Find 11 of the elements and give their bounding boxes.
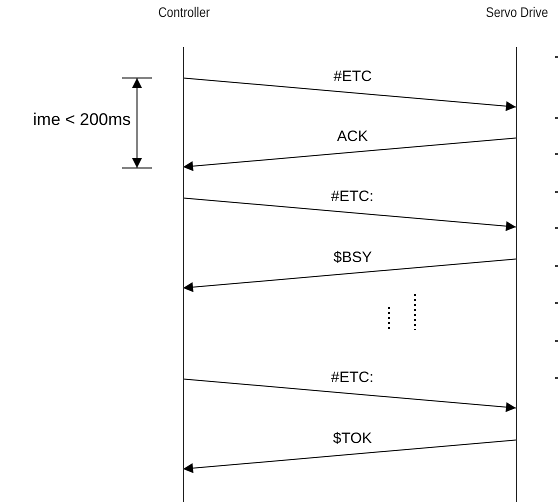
message-arrow <box>182 440 516 474</box>
participant-label: Servo Drive <box>484 4 550 20</box>
participant-label: Controller <box>157 4 211 20</box>
message-arrow <box>182 258 516 292</box>
message-arrow <box>182 78 516 112</box>
edge-label: $TOK <box>332 430 373 447</box>
message-arrow <box>182 198 516 232</box>
message-arrow <box>182 378 516 412</box>
edge-label: $BSY <box>332 249 373 266</box>
message-arrow <box>182 138 516 172</box>
duration-label: ime < 200ms <box>33 110 131 130</box>
